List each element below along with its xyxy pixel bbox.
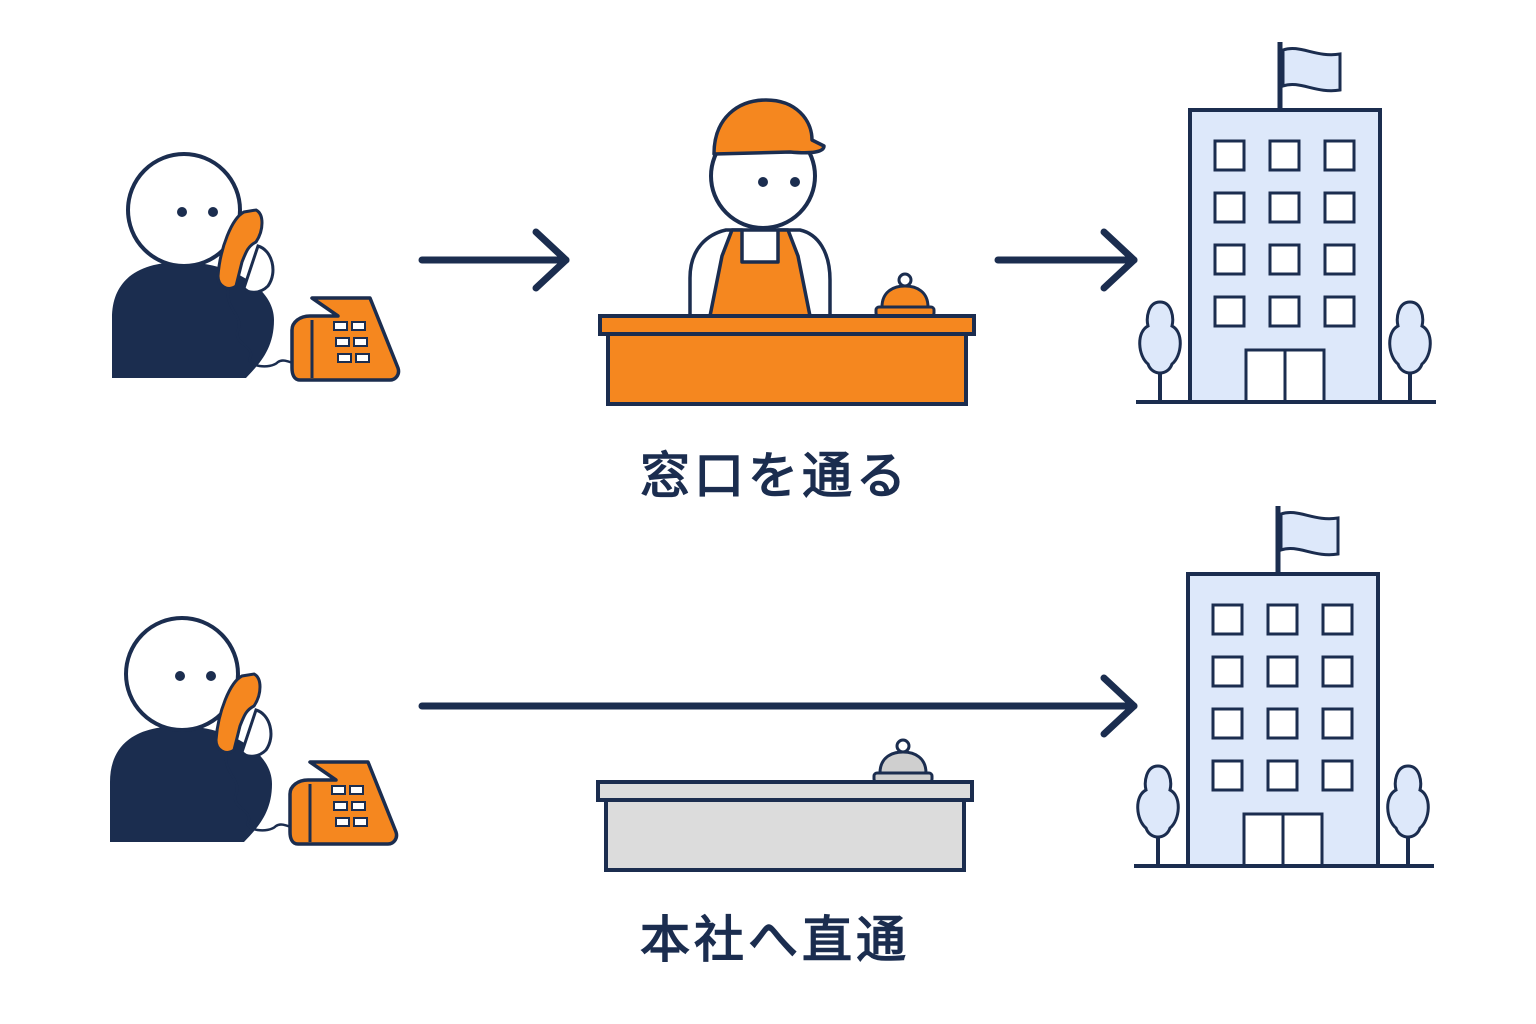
office-building-icon — [1136, 42, 1436, 402]
arrow-right-icon — [994, 228, 1138, 292]
person-on-phone-icon — [108, 616, 399, 846]
arrow-right-icon — [418, 228, 570, 292]
row-direct — [108, 506, 1434, 872]
caption-via-reception: 窓口を通る — [640, 447, 910, 505]
office-building-icon — [1134, 506, 1434, 866]
caption-direct: 本社へ直通 — [640, 911, 910, 969]
service-bell-icon — [872, 738, 934, 784]
row-via-reception — [110, 42, 1436, 406]
empty-reception-desk-icon — [596, 738, 974, 872]
receptionist-at-desk-icon — [598, 98, 976, 406]
service-bell-icon — [874, 272, 936, 318]
arrow-right-icon — [418, 674, 1138, 738]
person-on-phone-icon — [110, 152, 401, 382]
